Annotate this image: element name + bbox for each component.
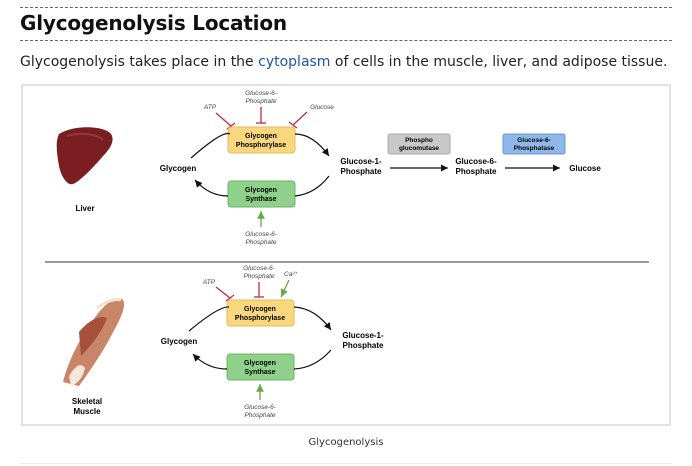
liver-g6p-activator-line1: Glucose-6-	[245, 231, 278, 238]
liver-glucose-inhibitor-label: Glucose	[310, 104, 334, 111]
liver-g6p-activator-line2: Phosphate	[245, 239, 276, 246]
title-bottom-rule	[20, 40, 672, 41]
liver-phosphorylase-line1: Glycogen	[245, 133, 277, 140]
cytoplasm-link[interactable]: cytoplasm	[258, 54, 331, 70]
liver-phosphatase-line2: Phosphatase	[514, 145, 555, 152]
liver-g6p-line2: Phosphate	[456, 167, 497, 176]
liver-label: Liver	[75, 204, 94, 213]
liver-g1p-line1: Glucose-1-	[340, 157, 382, 166]
muscle-g6p-activator-line1: Glucose-6-	[244, 404, 277, 411]
liver-atp-label: ATP	[203, 104, 217, 111]
liver-synthase-line2: Synthase	[245, 196, 276, 203]
muscle-label-line1: Skeletal	[72, 397, 102, 406]
liver-inhibition-marks	[215, 107, 308, 130]
muscle-atp-label: ATP	[202, 279, 216, 286]
liver-cycle-bottom-right	[294, 175, 330, 197]
liver-glucose-label: Glucose	[569, 164, 601, 173]
muscle-cycle-top-left	[188, 306, 230, 332]
paragraph-text-end: of cells in the muscle, liver, and adipo…	[330, 54, 668, 70]
liver-synthase-line1: Glycogen	[245, 187, 277, 194]
description-paragraph: Glycogenolysis takes place in the cytopl…	[20, 54, 667, 70]
section-title: Glycogenolysis Location	[20, 11, 287, 35]
muscle-calcium-label: Ca²⁺	[284, 271, 298, 278]
liver-phosphoglucomutase-box	[387, 133, 451, 155]
muscle-synthase-box	[226, 353, 295, 381]
skeletal-muscle-icon	[63, 298, 125, 386]
muscle-cycle-top-right	[293, 306, 332, 331]
liver-synthase-box	[227, 180, 296, 208]
liver-phosphatase-line1: Glucose-6-	[517, 137, 551, 144]
muscle-g6p-activator-line2: Phosphate	[244, 412, 275, 419]
liver-phosphatase-box	[502, 133, 566, 155]
liver-g6p-inhibitor-line2: Phosphate	[245, 98, 276, 105]
liver-phosphorylase-line2: Phosphorylase	[236, 142, 286, 149]
liver-g6p-inhibitor-line1: Glucose-6-	[245, 90, 278, 97]
liver-phosphorylase-box	[227, 126, 296, 154]
glycogenolysis-diagram: Liver ATP Glucose-6- Phosphate Glucose G…	[45, 90, 649, 419]
liver-cycle-bottom-left	[194, 179, 229, 197]
muscle-synthase-line2: Synthase	[244, 369, 275, 376]
muscle-glycogen-label: Glycogen	[161, 337, 198, 346]
liver-g6p-line1: Glucose-6-	[455, 157, 497, 166]
muscle-g1p-line2: Phosphate	[343, 341, 384, 350]
figure-caption: Glycogenolysis	[308, 437, 384, 448]
title-top-rule	[20, 7, 672, 8]
liver-cycle-top-left	[190, 132, 231, 159]
muscle-g6p-inhibitor-line2: Phosphate	[243, 273, 274, 280]
muscle-synthase-line1: Glycogen	[244, 360, 276, 367]
muscle-cycle-bottom-right	[293, 349, 332, 370]
liver-mutase-line2: glucomutase	[399, 145, 439, 152]
muscle-g1p-line1: Glucose-1-	[342, 331, 384, 340]
paragraph-text-start: Glycogenolysis takes place in the	[20, 54, 259, 70]
liver-glycogen-label: Glycogen	[160, 164, 197, 173]
glycogenolysis-figure: Liver ATP Glucose-6- Phosphate Glucose G…	[21, 84, 671, 426]
liver-g1p-line2: Phosphate	[341, 167, 382, 176]
liver-cycle-top-right	[294, 133, 330, 157]
liver-panel: Liver ATP Glucose-6- Phosphate Glucose G…	[56, 90, 601, 246]
muscle-phosphorylase-line1: Glycogen	[244, 306, 276, 313]
muscle-panel: Skeletal Muscle ATP Glucose-6- Phosphate…	[63, 265, 384, 419]
bottom-divider	[20, 463, 672, 464]
liver-mutase-line1: Phospho	[405, 137, 433, 144]
muscle-phosphorylase-line2: Phosphorylase	[235, 315, 285, 322]
muscle-phosphorylase-box	[226, 299, 295, 327]
muscle-cycle-bottom-left	[192, 353, 228, 370]
liver-icon	[56, 127, 113, 185]
muscle-g6p-inhibitor-line1: Glucose-6-	[243, 265, 276, 272]
muscle-label-line2: Muscle	[73, 407, 101, 416]
muscle-calcium-arrow	[280, 279, 290, 298]
muscle-inhibition-marks	[215, 282, 264, 302]
